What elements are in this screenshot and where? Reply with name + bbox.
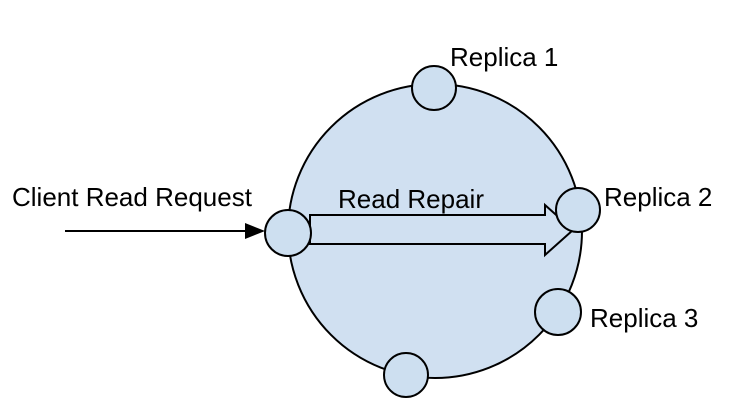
client-request-arrow-head	[245, 223, 265, 239]
label-read-repair: Read Repair	[338, 184, 484, 214]
label-replica-1: Replica 1	[450, 42, 558, 72]
node-replica-2[interactable]	[555, 187, 601, 233]
label-replica-3: Replica 3	[590, 303, 698, 333]
node-replica-3[interactable]	[534, 288, 582, 336]
read-repair-block-arrow	[309, 202, 575, 258]
label-client-read-request: Client Read Request	[12, 182, 253, 212]
node-replica-1[interactable]	[411, 65, 457, 111]
label-replica-2: Replica 2	[604, 182, 712, 212]
node-coordinator[interactable]	[264, 209, 312, 257]
node-replica-4[interactable]	[383, 352, 429, 398]
